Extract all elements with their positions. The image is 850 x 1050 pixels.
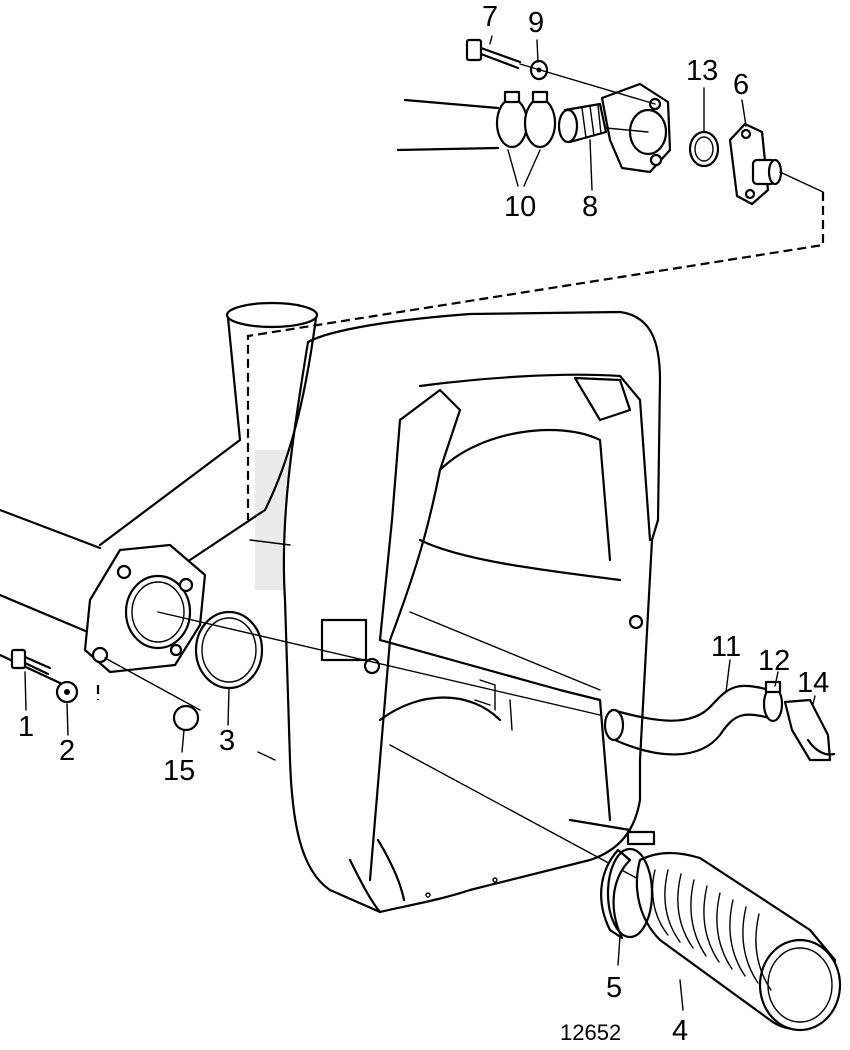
callout-14: 14 xyxy=(797,667,829,699)
hose-clamp-12 xyxy=(762,680,784,723)
top-pipe xyxy=(396,98,500,152)
flange-6 xyxy=(728,122,783,206)
callout-1: 1 xyxy=(18,711,34,743)
gasket-13 xyxy=(688,130,720,168)
elbow-flange xyxy=(600,82,672,174)
clamp-5 xyxy=(600,830,656,940)
callout-5: 5 xyxy=(606,972,622,1004)
exhaust-flange xyxy=(83,543,207,674)
hose-clamps-10 xyxy=(495,90,557,149)
callout-15: 15 xyxy=(163,755,195,787)
callout-2: 2 xyxy=(59,735,75,767)
exhaust-bellows-4 xyxy=(635,851,842,1032)
callout-7: 8 xyxy=(582,191,598,223)
callout-labels: 7 9 13 6 10 8 1 2 3 15 11 12 14 5 4 1265… xyxy=(18,1,829,1047)
figure-number: 12652 xyxy=(560,1020,621,1045)
exhaust-riser xyxy=(0,301,319,692)
bolt-8 xyxy=(465,38,522,70)
nipple-7 xyxy=(557,102,608,144)
callout-10: 10 xyxy=(504,191,536,223)
callout-13: 13 xyxy=(686,55,718,87)
plug-15 xyxy=(172,704,200,732)
callout-4: 4 xyxy=(672,1015,688,1047)
bolt-1 xyxy=(10,648,52,676)
dashed-route-line xyxy=(246,192,825,520)
leader-lines xyxy=(24,35,816,1011)
water-hose-11 xyxy=(603,684,772,756)
callout-9: 9 xyxy=(528,7,544,39)
callout-12: 12 xyxy=(758,645,790,677)
callout-3: 3 xyxy=(219,725,235,757)
transom-shield xyxy=(282,310,662,914)
callout-8: 7 xyxy=(482,1,498,33)
callout-11: 11 xyxy=(711,631,741,663)
callout-6: 6 xyxy=(733,69,749,101)
washer-2 xyxy=(55,680,79,704)
fitting-14 xyxy=(783,698,836,762)
